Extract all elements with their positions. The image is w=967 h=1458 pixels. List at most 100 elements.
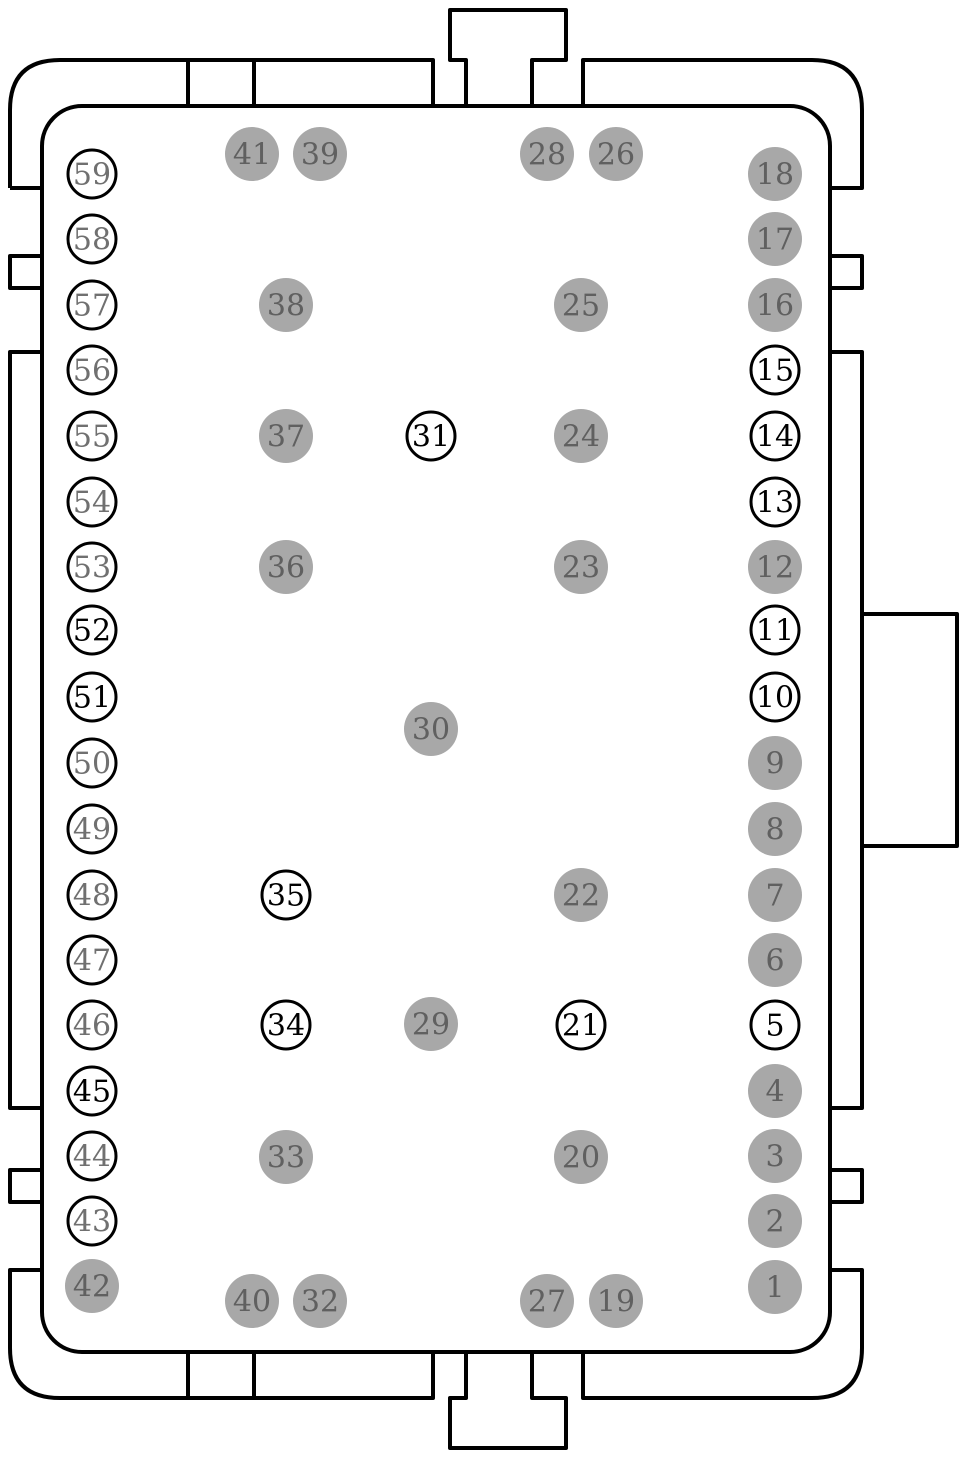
- pin-circle: [749, 410, 801, 462]
- pin-circle: [66, 934, 118, 986]
- pin-label: 35: [267, 879, 305, 914]
- pin-label: 43: [73, 1205, 111, 1240]
- pin-circle: [66, 344, 118, 396]
- pin-label: 54: [73, 486, 111, 521]
- pin-circle: [66, 476, 118, 528]
- pin-circle: [748, 933, 802, 987]
- pin-label: 30: [412, 713, 450, 748]
- pin-5: 5: [749, 999, 801, 1051]
- pin-44: 44: [66, 1130, 118, 1182]
- pin-circle: [66, 1130, 118, 1182]
- pin-42: 42: [65, 1259, 119, 1313]
- pin-7: 7: [748, 868, 802, 922]
- pin-circle: [66, 1065, 118, 1117]
- pin-47: 47: [66, 934, 118, 986]
- pin-label: 40: [233, 1285, 271, 1320]
- pin-28: 28: [520, 127, 574, 181]
- pin-label: 47: [73, 944, 111, 979]
- pin-label: 17: [756, 223, 794, 258]
- pin-label: 20: [562, 1141, 600, 1176]
- pin-circle: [748, 278, 802, 332]
- pin-25: 25: [554, 278, 608, 332]
- pin-circle: [748, 147, 802, 201]
- pin-label: 24: [562, 420, 600, 455]
- pin-circle: [748, 868, 802, 922]
- pin-label: 41: [233, 138, 271, 173]
- pin-36: 36: [259, 540, 313, 594]
- pin-circle: [260, 999, 312, 1051]
- pin-label: 15: [756, 354, 794, 389]
- pin-circle: [66, 869, 118, 921]
- pin-label: 38: [267, 289, 305, 324]
- pin-circle: [749, 344, 801, 396]
- pin-37: 37: [259, 409, 313, 463]
- pin-circle: [66, 1195, 118, 1247]
- pin-6: 6: [748, 933, 802, 987]
- pin-label: 6: [765, 944, 784, 979]
- pin-label: 57: [73, 289, 111, 324]
- pin-label: 28: [528, 138, 566, 173]
- pin-label: 48: [73, 879, 111, 914]
- pin-label: 52: [73, 614, 111, 649]
- pin-label: 3: [765, 1140, 784, 1175]
- pin-48: 48: [66, 869, 118, 921]
- top-latch: [448, 8, 568, 106]
- pin-label: 42: [73, 1270, 111, 1305]
- pin-53: 53: [66, 541, 118, 593]
- pin-label: 10: [756, 681, 794, 716]
- pin-label: 49: [73, 813, 111, 848]
- pin-43: 43: [66, 1195, 118, 1247]
- pin-56: 56: [66, 344, 118, 396]
- pin-40: 40: [225, 1274, 279, 1328]
- pin-34: 34: [260, 999, 312, 1051]
- pin-circle: [66, 803, 118, 855]
- pin-32: 32: [293, 1274, 347, 1328]
- pin-11: 11: [749, 604, 801, 656]
- pin-57: 57: [66, 279, 118, 331]
- pin-label: 26: [597, 138, 635, 173]
- pin-circle: [554, 1130, 608, 1184]
- pin-circle: [749, 999, 801, 1051]
- right-key-block: [862, 612, 959, 848]
- pin-circle: [554, 278, 608, 332]
- pin-38: 38: [259, 278, 313, 332]
- pin-circle: [293, 1274, 347, 1328]
- pin-circle: [259, 278, 313, 332]
- pin-label: 5: [765, 1009, 784, 1044]
- pin-circle: [66, 604, 118, 656]
- pin-35: 35: [260, 869, 312, 921]
- pin-23: 23: [554, 540, 608, 594]
- left-side-rail: [8, 350, 42, 1110]
- pin-label: 11: [756, 614, 794, 649]
- left-tab-upper: [8, 254, 42, 290]
- pin-circle: [404, 702, 458, 756]
- pin-54: 54: [66, 476, 118, 528]
- pin-2: 2: [748, 1194, 802, 1248]
- pin-label: 12: [756, 551, 794, 586]
- pin-circle: [554, 409, 608, 463]
- pin-circle: [748, 540, 802, 594]
- right-tab-lower: [830, 1168, 864, 1204]
- pin-label: 14: [756, 420, 794, 455]
- pin-4: 4: [748, 1064, 802, 1118]
- pin-label: 53: [73, 551, 111, 586]
- pin-circle: [66, 213, 118, 265]
- pin-label: 23: [562, 551, 600, 586]
- outer-shell-bottom-left: [8, 1268, 435, 1400]
- pin-label: 59: [73, 158, 111, 193]
- pin-10: 10: [749, 671, 801, 723]
- pin-label: 27: [528, 1285, 566, 1320]
- pin-33: 33: [259, 1130, 313, 1184]
- pin-label: 55: [73, 420, 111, 455]
- pin-circle: [589, 127, 643, 181]
- pin-circle: [749, 604, 801, 656]
- connector-inner-cavity: [40, 104, 832, 1354]
- pin-21: 21: [555, 999, 607, 1051]
- pin-14: 14: [749, 410, 801, 462]
- pin-20: 20: [554, 1130, 608, 1184]
- pin-circle: [589, 1274, 643, 1328]
- pin-49: 49: [66, 803, 118, 855]
- pin-circle: [554, 540, 608, 594]
- pin-12: 12: [748, 540, 802, 594]
- pin-circle: [293, 127, 347, 181]
